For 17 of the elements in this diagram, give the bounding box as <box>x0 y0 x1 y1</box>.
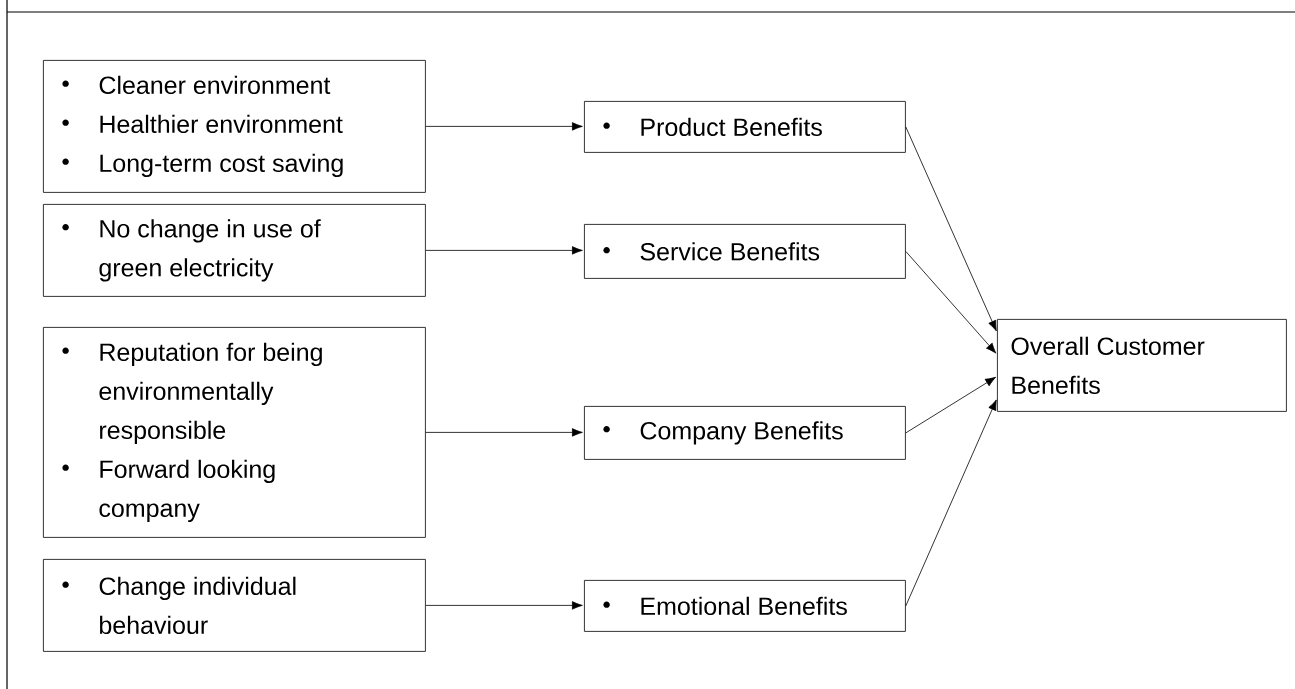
benefit-box: Service Benefits <box>584 224 906 279</box>
arrow <box>905 399 997 607</box>
bullet-list-box: Cleaner environment Healthier environment Long-term cost saving <box>43 60 426 193</box>
arrow <box>905 126 997 332</box>
benefit-box: Company Benefits <box>584 406 906 460</box>
bullet-list-box: Change individual behaviour <box>43 559 426 652</box>
bullet-list-box: No change in use of green electricity <box>43 204 426 297</box>
arrow <box>905 376 996 434</box>
arrow <box>425 122 583 131</box>
benefit-box: Product Benefits <box>584 101 906 153</box>
arrow <box>425 601 583 610</box>
bullet-list-box: Reputation for being environmentally responsible Forward looking company <box>43 327 426 538</box>
benefit-box: Emotional Benefits <box>584 580 906 632</box>
arrow <box>425 246 583 255</box>
arrow <box>425 428 583 437</box>
arrow <box>905 251 997 354</box>
result-box: Overall Customer Benefits <box>997 319 1287 412</box>
